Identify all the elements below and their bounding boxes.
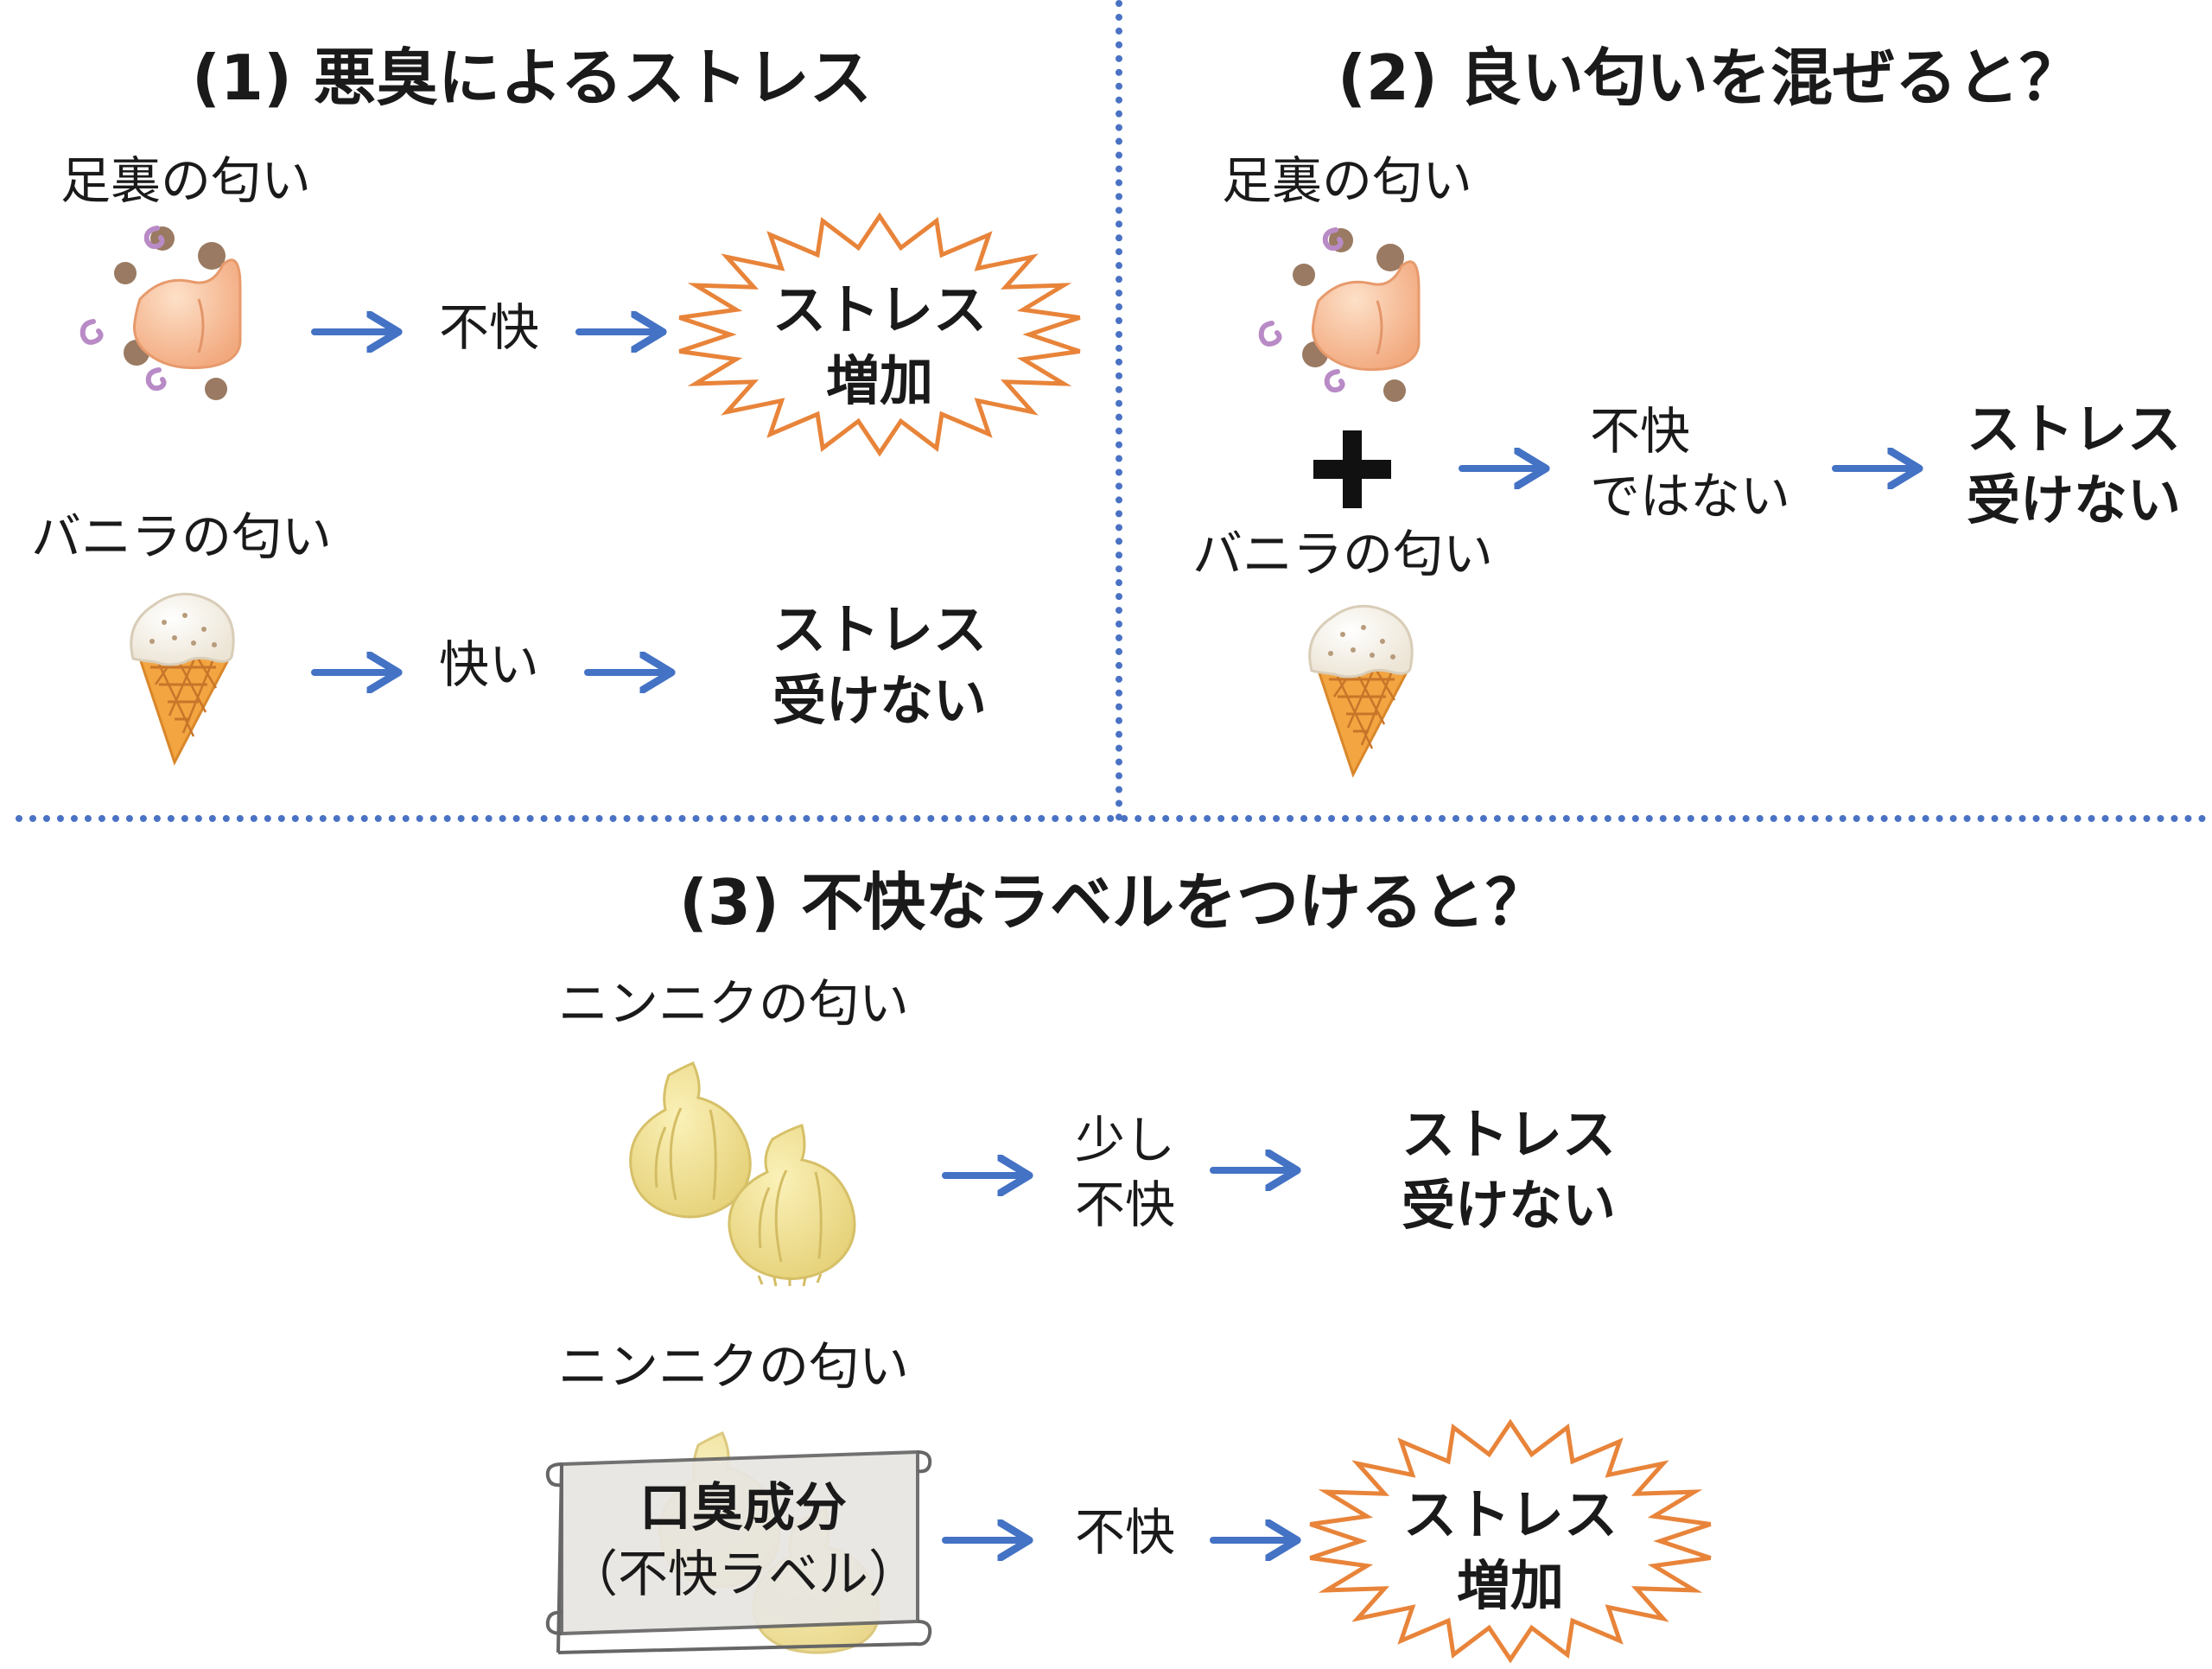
panel3-row1-feeling: 少し 不快 xyxy=(1075,1108,1175,1239)
panel2-source2-label: バニラの匂い xyxy=(1192,525,1494,583)
result-line-1: ストレス xyxy=(772,278,987,341)
panel3-row2-feeling: 不快 xyxy=(1075,1503,1176,1562)
panel1-row2-arrow-1 xyxy=(311,655,406,690)
panel1-row2-feeling: 快い xyxy=(439,635,540,694)
panel3-row1-arrow-1 xyxy=(942,1158,1037,1193)
panel1-row1-feeling: 不快 xyxy=(439,298,540,357)
starburst-shape xyxy=(678,212,1081,457)
feeling-line-1: 不快 xyxy=(1590,402,1691,461)
result-line-2: 受けない xyxy=(1966,468,2181,532)
panel3-row1-source-label: ニンニクの匂い xyxy=(558,974,910,1033)
scroll-label-icon xyxy=(545,1449,932,1654)
panel2-result: ストレス 受けない xyxy=(1944,394,2203,536)
panel1-row1-stress-burst xyxy=(678,212,1081,457)
scroll-label: 口臭成分 （不快ラベル） xyxy=(562,1475,925,1607)
panel3-row2-source-label: ニンニクの匂い xyxy=(558,1337,910,1396)
vertical-divider xyxy=(1116,0,1122,821)
panel3-row2-arrow-2 xyxy=(1210,1523,1305,1558)
horizontal-divider xyxy=(16,815,2207,822)
scroll-title: 口臭成分 xyxy=(639,1478,847,1538)
panel1-row2-source-label: バニラの匂い xyxy=(31,507,333,566)
panel3-title: (3) 不快なラベルをつけると？ xyxy=(679,866,1548,939)
ice-cream-icon xyxy=(1308,604,1414,778)
starburst-shape xyxy=(1309,1418,1712,1664)
panel3-row2-arrow-1 xyxy=(942,1523,1037,1558)
panel1-row2-result: ストレス 受けない xyxy=(750,595,1009,736)
feeling-line-1: 少し xyxy=(1075,1111,1176,1169)
garlic-icon xyxy=(629,1061,856,1287)
result-line-2: 増加 xyxy=(825,348,933,412)
result-line-1: ストレス xyxy=(772,598,987,661)
panel1-row1-arrow-1 xyxy=(311,315,406,349)
result-line-1: ストレス xyxy=(1401,1103,1616,1166)
panel3-row2-result: ストレス 増加 xyxy=(1381,1480,1640,1621)
smelly-foot-icon xyxy=(1258,227,1421,402)
panel1-row2-arrow-2 xyxy=(584,655,679,690)
panel2-arrow-1 xyxy=(1459,451,1554,486)
panel2-feeling: 不快 ではない xyxy=(1590,399,1790,530)
panel3-row1-result: ストレス 受けない xyxy=(1379,1099,1638,1241)
panel3-row1-arrow-2 xyxy=(1210,1153,1305,1188)
panel1-title: (1) 悪臭によるストレス xyxy=(192,41,872,114)
panel1-row1-arrow-2 xyxy=(575,315,671,349)
ice-cream-icon xyxy=(130,592,235,766)
panel3-row2-stress-burst xyxy=(1309,1418,1712,1664)
result-line-2: 受けない xyxy=(772,668,987,732)
panel1-row1-result: ストレス 増加 xyxy=(750,275,1009,417)
panel2-source1-label: 足裏の匂い xyxy=(1222,151,1473,210)
panel2-title: (2) 良い匂いを混ぜると？ xyxy=(1338,41,2082,114)
panel2-arrow-2 xyxy=(1832,451,1927,486)
result-line-1: ストレス xyxy=(1966,398,2181,461)
result-line-2: 受けない xyxy=(1401,1173,1616,1237)
result-line-2: 増加 xyxy=(1456,1553,1564,1617)
panel1-row1-source-label: 足裏の匂い xyxy=(60,151,312,210)
smelly-foot-icon xyxy=(79,226,242,400)
scroll-subtitle: （不快ラベル） xyxy=(567,1545,918,1603)
feeling-line-2: 不快 xyxy=(1075,1175,1176,1235)
plus-sign xyxy=(1313,430,1391,508)
feeling-line-2: ではない xyxy=(1590,467,1791,526)
result-line-1: ストレス xyxy=(1402,1483,1618,1546)
